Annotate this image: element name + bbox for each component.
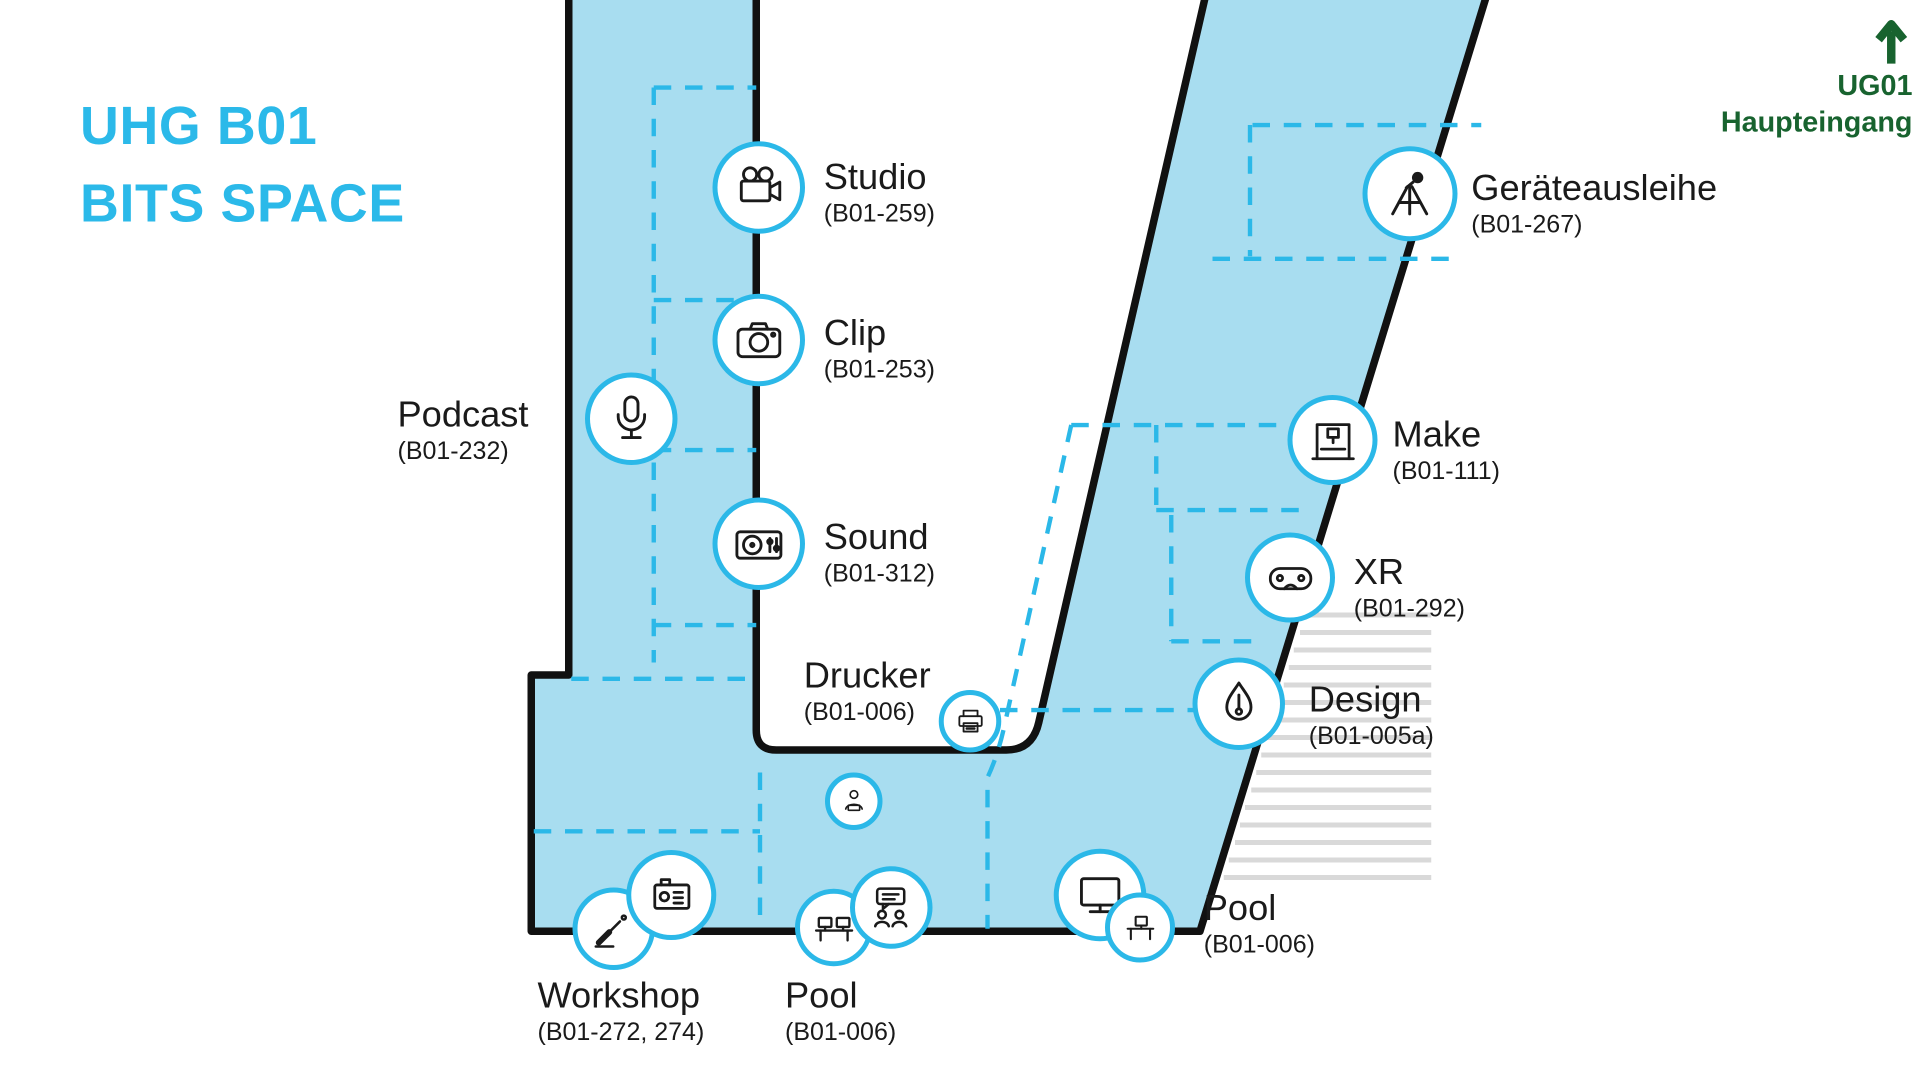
room-label-xr: XR (B01-292) (1354, 553, 1465, 627)
photo-camera-icon (736, 322, 782, 358)
room-label-make: Make (B01-111) (1393, 415, 1500, 489)
monitor-icon (1079, 877, 1121, 913)
room-name: Podcast (397, 395, 529, 435)
exit-block: UG01 Haupteingang (1721, 20, 1913, 140)
title-line-1: UHG B01 (80, 96, 318, 157)
room-label-design: Design (B01-005a) (1309, 680, 1434, 754)
tripod-microphone-icon (1391, 172, 1429, 216)
printer-icon (957, 709, 983, 732)
room-icon-pool-right-b (1105, 892, 1175, 963)
chat-people-icon (874, 887, 908, 929)
room-name: Sound (823, 517, 929, 558)
room-number: (B01-253) (823, 356, 935, 384)
room-number: (B01-259) (823, 200, 935, 228)
title-line-2: BITS SPACE (80, 173, 405, 234)
room-icon-pool-b (850, 866, 933, 949)
room-name: Pool (1203, 888, 1277, 929)
room-number: (B01-267) (1471, 211, 1583, 239)
room-number: (B01-272, 274) (537, 1018, 705, 1047)
exit-label: Haupteingang (1720, 105, 1913, 138)
room-number: (B01-006) (785, 1018, 897, 1047)
room-name: Geräteausleihe (1471, 168, 1718, 209)
room-label-pool-right: Pool (B01-006) (1204, 889, 1315, 963)
room-number: (B01-312) (823, 560, 935, 588)
inner-wall (752, 0, 1209, 754)
pen-nib-icon (1225, 681, 1253, 721)
room-label-geraeteausleihe: Geräteausleihe (B01-267) (1471, 169, 1717, 243)
room-name: Clip (823, 313, 887, 354)
person-laptop-icon (844, 789, 863, 811)
room-number: (B01-005a) (1308, 722, 1434, 751)
room-name: Make (1392, 415, 1482, 455)
arrow-up-icon (1875, 20, 1908, 64)
room-label-pool-bottom: Pool (B01-006) (785, 976, 896, 1050)
room-label-studio: Studio (B01-259) (824, 158, 935, 232)
room-label-clip: Clip (B01-253) (824, 314, 935, 388)
room-name: Workshop (537, 976, 701, 1017)
room-icon-podcast (585, 372, 678, 465)
person-laptop-badge (825, 772, 883, 830)
room-number: (B01-292) (1353, 595, 1465, 623)
room-icon-geraeteausleihe (1362, 146, 1458, 242)
room-name: Pool (785, 976, 858, 1017)
room-icon-studio (712, 141, 805, 234)
room-icon-sound (712, 497, 805, 590)
room-icon-make (1287, 395, 1378, 485)
desk-computers-icon (814, 916, 853, 942)
room-label-drucker: Drucker (B01-006) (804, 656, 931, 730)
page-title: UHG B01 BITS SPACE (80, 88, 405, 243)
video-camera-icon (739, 166, 782, 203)
room-label-podcast: Podcast (B01-232) (398, 395, 529, 469)
desk-icon (1126, 915, 1154, 940)
workbench-machine-icon (652, 877, 690, 910)
room-icon-clip (712, 293, 805, 387)
room-label-sound: Sound (B01-312) (824, 518, 935, 592)
turntable-icon (735, 530, 783, 560)
room-icon-workshop-b (626, 850, 717, 940)
soldering-iron-icon (595, 914, 628, 949)
room-icon-xr (1245, 532, 1335, 623)
room-icon-drucker (938, 690, 1002, 753)
room-number: (B01-006) (1203, 931, 1315, 959)
printer-3d-icon (1310, 422, 1355, 460)
exit-level: UG01 (1837, 68, 1913, 102)
room-number: (B01-232) (397, 437, 509, 466)
vr-headset-icon (1268, 566, 1312, 590)
room-name: Studio (823, 157, 927, 198)
outer-wall (527, 0, 1490, 935)
room-name: XR (1353, 552, 1405, 593)
room-number: (B01-111) (1392, 457, 1500, 486)
room-label-workshop: Workshop (B01-272, 274) (538, 976, 705, 1050)
stairs (1223, 612, 1432, 880)
room-name: Drucker (803, 656, 931, 697)
room-dividers (533, 85, 1482, 929)
room-number: (B01-006) (803, 698, 915, 727)
room-icon-design (1192, 657, 1285, 750)
room-name: Design (1308, 680, 1422, 720)
microphone-icon (616, 395, 646, 439)
